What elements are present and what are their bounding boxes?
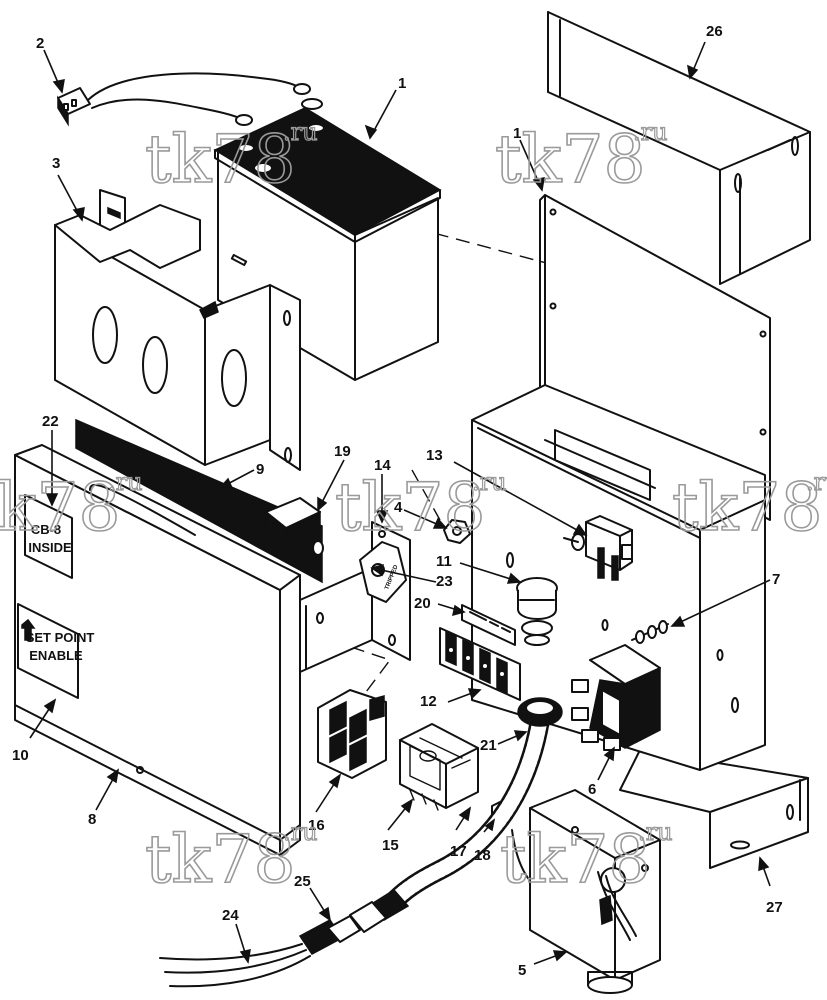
watermark-group: tk78 .ru tk78 .ru tk78 .ru tk78 .ru tk78… — [0, 117, 827, 898]
part-21-wiring-harness — [380, 697, 563, 915]
watermark-7: tk78 — [500, 821, 651, 898]
decal-cb8-line2: INSIDE — [28, 540, 72, 555]
callout-4: 4 — [394, 499, 403, 516]
watermark-5: tk78 — [672, 469, 823, 546]
watermark-4: tk78 — [335, 469, 486, 546]
watermark-1-suffix: .ru — [283, 118, 318, 146]
part-16-relay-socket — [317, 689, 387, 779]
watermark-5-suffix: .ru — [806, 468, 827, 496]
callout-6: 6 — [588, 781, 596, 798]
callout-21: 21 — [480, 737, 497, 754]
part-25-harness-connector — [298, 889, 410, 955]
watermark-2-suffix: .ru — [633, 118, 668, 146]
callout-18: 18 — [474, 847, 491, 864]
callout-2: 2 — [36, 35, 44, 52]
part-3-battery-tray — [54, 189, 301, 471]
callout-7: 7 — [772, 571, 780, 588]
part-19-circuit-breaker — [265, 497, 324, 556]
decal-setpoint-line2: ENABLE — [29, 648, 83, 663]
decal-setpoint-line1: SET POINT — [26, 630, 95, 645]
watermark-6: tk78 — [145, 821, 296, 898]
callout-5: 5 — [518, 962, 526, 979]
part-2-battery-cable — [57, 72, 311, 127]
callout-11: 11 — [436, 553, 452, 570]
part-4-switch-nut — [443, 519, 471, 544]
part-8-control-box-cover — [14, 444, 301, 856]
callout-3: 3 — [52, 155, 60, 172]
part-1-back-plate — [539, 194, 771, 521]
callout-12: 12 — [420, 693, 437, 710]
decal-cb8-line1: CB-8 — [31, 522, 61, 537]
part-1-battery — [213, 98, 442, 381]
watermark-2: tk78 — [495, 121, 646, 198]
callout-15: 15 — [382, 837, 399, 854]
callout-16: 16 — [308, 817, 325, 834]
watermark-1: tk78 — [145, 121, 296, 198]
callout-20: 20 — [414, 595, 431, 612]
watermark-6-suffix: .ru — [283, 818, 318, 846]
callout-numbers: 1 1 2 3 4 5 6 7 8 9 10 11 12 13 14 15 16… — [12, 23, 783, 979]
callout-25: 25 — [294, 873, 311, 890]
callout-26: 26 — [706, 23, 723, 40]
callout-8: 8 — [88, 811, 96, 828]
part-7-ground-stud — [631, 620, 669, 644]
part-26-top-bracket — [547, 11, 811, 285]
callout-27: 27 — [766, 899, 783, 916]
leader-lines — [29, 41, 771, 965]
callout-10: 10 — [12, 747, 29, 764]
decal-labels: CB-8 INSIDE SET POINT ENABLE — [26, 522, 95, 663]
part-11-strain-relief — [516, 577, 558, 646]
watermark-3: tk78 — [0, 469, 121, 546]
part-24-lead-wires — [159, 943, 311, 988]
callout-23: 23 — [436, 573, 453, 590]
part-27-bottom-bracket — [619, 749, 809, 869]
part-6-contactor — [571, 644, 661, 751]
callout-24: 24 — [222, 907, 239, 924]
part-15-relay — [399, 723, 479, 811]
part-5-sensor-bracket — [529, 789, 661, 994]
callout-17: 17 — [450, 843, 467, 860]
callout-22: 22 — [42, 413, 59, 430]
part-13-toggle-switch — [563, 515, 633, 581]
watermark-3-suffix: .ru — [108, 468, 143, 496]
watermark-4-suffix: .ru — [472, 468, 507, 496]
callout-14: 14 — [374, 457, 391, 474]
callout-1b: 1 — [513, 125, 521, 142]
callout-1: 1 — [398, 75, 406, 92]
part-20-terminal-marker — [461, 604, 516, 646]
callout-9: 9 — [256, 461, 264, 478]
callout-13: 13 — [426, 447, 443, 464]
callout-19: 19 — [334, 443, 351, 460]
part-9-gasket-strip — [75, 418, 323, 584]
watermark-7-suffix: .ru — [638, 818, 673, 846]
part-12-terminal-block — [439, 627, 521, 701]
